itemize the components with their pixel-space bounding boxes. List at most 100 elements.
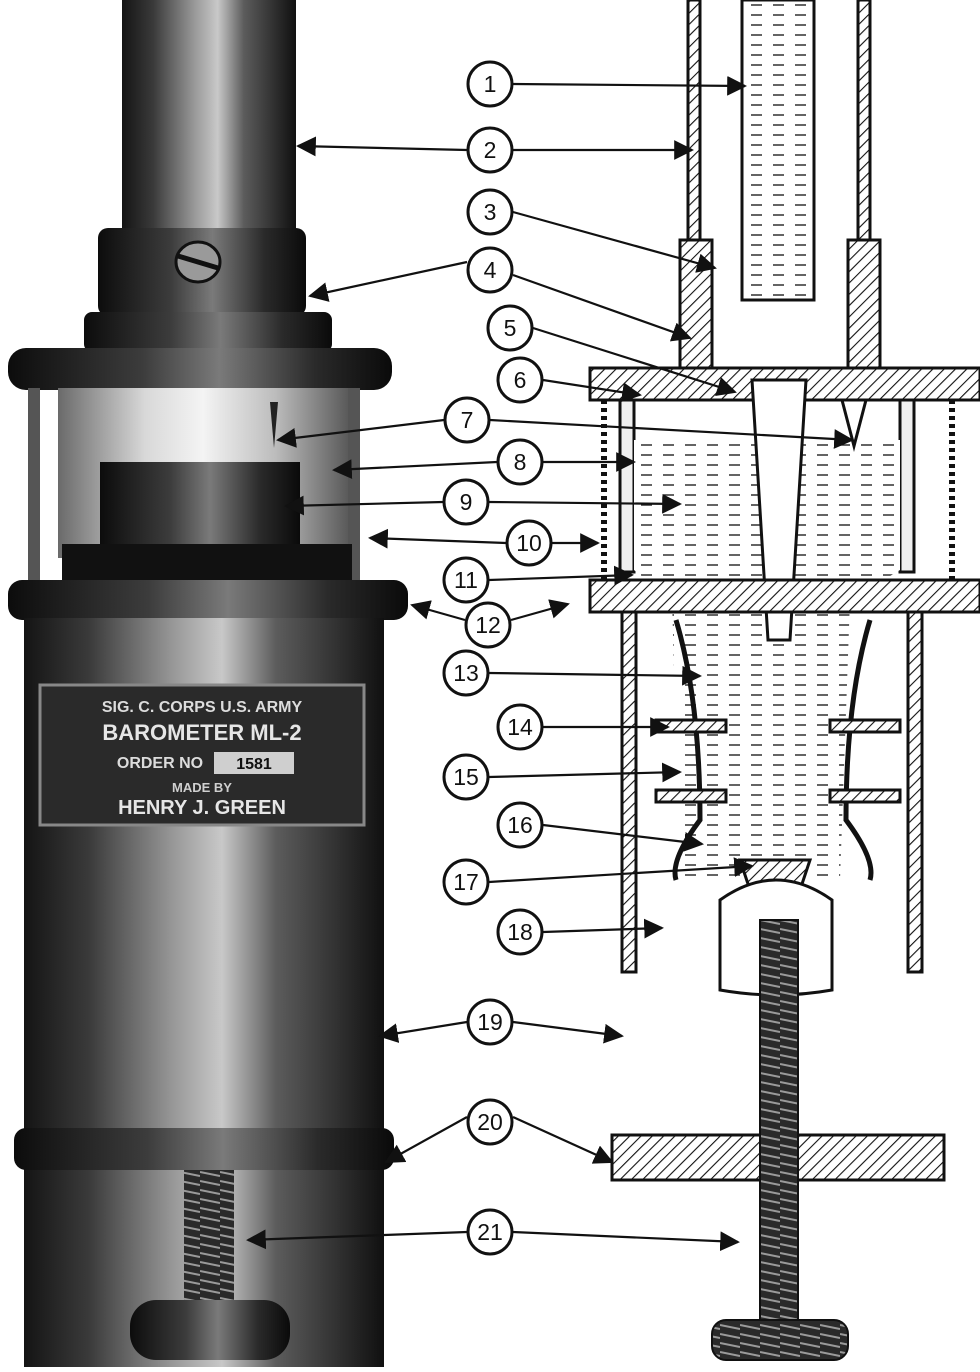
leader-line-7-2 [489,418,854,449]
leader-line-20-1 [384,1116,468,1163]
clamp-plate-right [828,718,902,734]
callout-circle-21 [466,1208,514,1256]
upper-neck [84,312,332,352]
outer-tube-wall-left [686,0,702,252]
callout-3: 3 [466,188,514,236]
callout-8: 8 [496,438,544,486]
leader-line-1-1 [512,75,747,96]
callout-label-2: 2 [484,137,497,163]
screw-slot [177,253,219,271]
callout-label-18: 18 [507,919,533,945]
body-wall-left [620,610,638,974]
plate-line-2: BAROMETER ML-2 [102,720,301,745]
callout-15: 15 [442,753,490,801]
callout-10: 10 [505,519,553,567]
leader-line-15-1 [488,762,682,783]
callout-7: 7 [443,396,491,444]
bottom-flange [8,580,408,620]
callout-label-17: 17 [453,869,479,895]
upper-collar-right [846,238,882,382]
callout-circle-8 [496,438,544,486]
callout-circle-12 [464,601,512,649]
leader-line-10-1 [368,528,507,549]
callout-20: 20 [466,1098,514,1146]
callout-label-14: 14 [507,714,533,740]
callout-4: 4 [466,246,514,294]
cistern-tube [750,378,808,642]
body-wall-right [906,610,924,974]
section-glass-right [898,398,916,574]
callout-circle-10 [505,519,553,567]
leader-line-17-1 [488,857,754,884]
section-index-pointer [840,398,868,452]
top-tube [122,0,296,235]
callout-label-12: 12 [475,612,501,638]
callout-label-19: 19 [477,1009,503,1035]
leader-line-20-2 [512,1115,614,1164]
callout-label-7: 7 [461,407,474,433]
callout-13: 13 [442,649,490,697]
section-bottom-flange [588,578,980,614]
callout-circle-5 [486,304,534,352]
upper-collar-left [678,238,714,382]
plate-line-3-label: ORDER NO [117,755,203,772]
leader-line-18-1 [542,918,664,939]
base-ring [14,1128,394,1170]
callout-label-9: 9 [460,489,473,515]
callout-circle-18 [496,908,544,956]
callout-16: 16 [496,801,544,849]
callout-label-3: 3 [484,199,497,225]
callout-label-8: 8 [514,449,527,475]
section-glass-left [618,398,636,574]
leader-lines [246,75,854,1252]
name-plate [38,683,366,827]
callout-label-6: 6 [514,367,527,393]
bellows-right [843,619,874,881]
callout-1: 1 [466,60,514,108]
callout-9: 9 [442,478,490,526]
callout-label-10: 10 [516,530,542,556]
callout-label-20: 20 [477,1109,503,1135]
section-thumb-nut [711,1319,849,1361]
callout-14: 14 [496,703,544,751]
callout-circle-3 [466,188,514,236]
plate-line-1: SIG. C. CORPS U.S. ARMY [102,699,303,716]
callout-label-16: 16 [507,812,533,838]
callout-circle-13 [442,649,490,697]
callout-label-4: 4 [484,257,497,283]
plate-line-5: HENRY J. GREEN [118,797,286,819]
callout-label-11: 11 [454,567,478,593]
callout-circle-4 [466,246,514,294]
callout-circle-2 [466,126,514,174]
callout-12: 12 [464,601,512,649]
callout-circle-14 [496,703,544,751]
callout-19: 19 [466,998,514,1046]
callout-18: 18 [496,908,544,956]
inner-reservoir [100,462,300,558]
leader-line-9-1 [284,495,444,516]
callout-21: 21 [466,1208,514,1256]
leader-line-9-2 [488,493,682,514]
leader-line-13-1 [488,665,702,686]
leader-line-19-2 [512,1020,624,1044]
leader-line-4-1 [308,260,468,302]
callout-6: 6 [496,356,544,404]
callout-circle-1 [466,60,514,108]
leader-line-4-2 [512,273,692,342]
leader-line-5-1 [532,326,737,397]
callout-5: 5 [486,304,534,352]
callout-label-21: 21 [477,1219,503,1245]
leader-line-21-1 [246,1229,468,1250]
callout-label-1: 1 [484,71,497,97]
index-pointer [270,402,278,448]
plate-line-4: MADE BY [172,780,232,795]
plate-line-3-value: 1581 [236,756,272,773]
leader-line-12-1 [410,600,466,622]
callout-circle-20 [466,1098,514,1146]
leader-line-6-1 [542,378,642,403]
thumb-nut [130,1300,290,1360]
callout-2: 2 [466,126,514,174]
barometer-section [588,0,980,1361]
lower-ring [62,544,352,586]
